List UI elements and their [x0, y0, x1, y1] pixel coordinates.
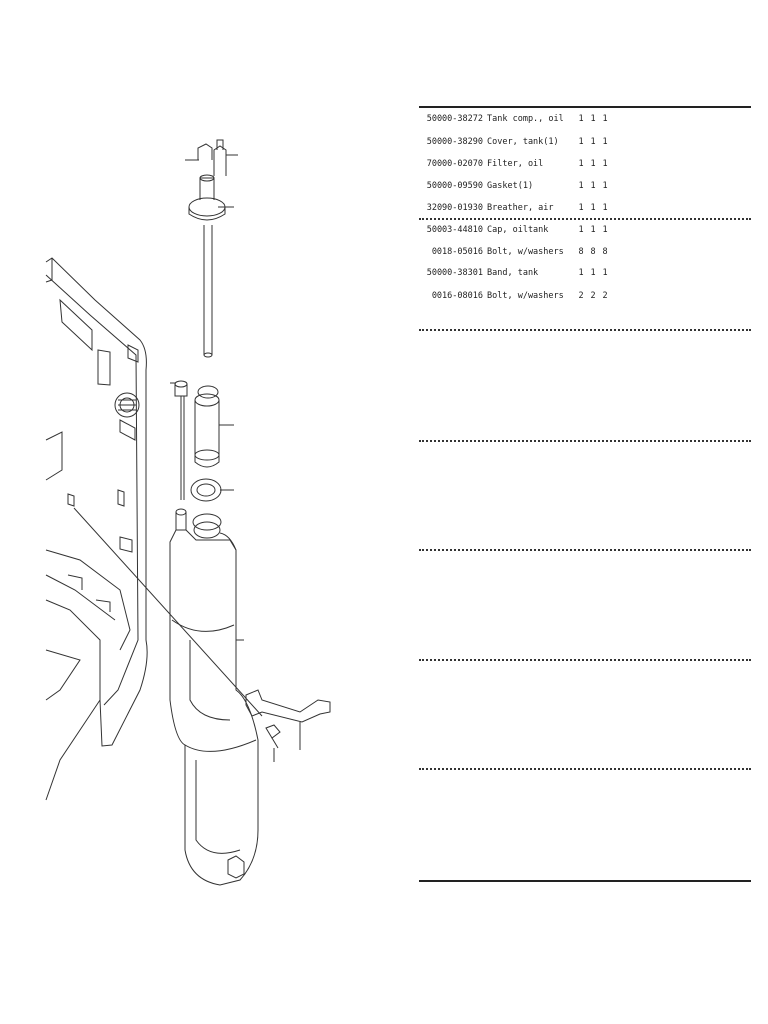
oil-filter: [194, 385, 220, 468]
part-number: 0018-05016: [431, 247, 483, 257]
quantity: 1: [590, 114, 596, 124]
quantity: 1: [578, 114, 584, 124]
part-description: Breather, air: [487, 203, 554, 213]
table-row: 50000-38301 Band, tank 1 1 1: [419, 266, 751, 280]
quantity: 1: [602, 225, 608, 235]
part-description: Tank comp., oil: [487, 114, 564, 124]
band-bolt: [265, 724, 281, 749]
quantity: 1: [602, 159, 608, 169]
quantity: 8: [590, 247, 596, 257]
part-description: Cap, oiltank: [487, 225, 549, 235]
table-row: 0018-05016 Bolt, w/washers 8 8 8: [419, 245, 751, 259]
part-description: Cover, tank(1): [487, 137, 559, 147]
quantity: 1: [590, 159, 596, 169]
table-row: 0016-08016 Bolt, w/washers 2 2 2: [419, 289, 751, 303]
quantity: 1: [590, 225, 596, 235]
table-row: 32090-01930 Breather, air 1 1 1: [419, 201, 751, 215]
oil-tank: [169, 508, 259, 886]
quantity: 1: [590, 203, 596, 213]
tank-band: [245, 689, 331, 723]
part-number: 50000-38272: [426, 114, 483, 124]
table-row: 50000-38272 Tank comp., oil 1 1 1: [419, 112, 751, 126]
part-description: Bolt, w/washers: [487, 247, 564, 257]
section-divider: [419, 659, 751, 661]
table-row: 50000-09590 Gasket(1) 1 1 1: [419, 179, 751, 193]
section-divider: [419, 329, 751, 331]
part-description: Filter, oil: [487, 159, 544, 169]
quantity: 1: [602, 181, 608, 191]
quantity: 2: [578, 291, 584, 301]
part-description: Gasket(1): [487, 181, 534, 191]
part-number: 0016-08016: [431, 291, 483, 301]
quantity: 1: [590, 268, 596, 278]
gasket: [190, 478, 222, 502]
quantity: 1: [578, 268, 584, 278]
leader-line: [73, 507, 263, 717]
quantity: 1: [590, 137, 596, 147]
part-number: 50003-44810: [426, 225, 483, 235]
callout-leaders: [170, 154, 301, 762]
section-divider: [419, 549, 751, 551]
quantity: 1: [578, 225, 584, 235]
table-row: 50003-44810 Cap, oiltank 1 1 1: [419, 223, 751, 237]
part-description: Bolt, w/washers: [487, 291, 564, 301]
part-number: 50000-09590: [426, 181, 483, 191]
quantity: 1: [578, 203, 584, 213]
quantity: 1: [602, 137, 608, 147]
machine-frame: [45, 257, 148, 801]
parts-list: 50000-38272 Tank comp., oil 1 1 1 50000-…: [419, 106, 751, 884]
part-number: 70000-02070: [426, 159, 483, 169]
bottom-rule: [419, 880, 751, 882]
quantity: 8: [602, 247, 608, 257]
quantity: 1: [578, 159, 584, 169]
quantity: 1: [602, 203, 608, 213]
quantity: 1: [602, 268, 608, 278]
quantity: 2: [590, 291, 596, 301]
part-number: 50000-38301: [426, 268, 483, 278]
part-number: 50000-38290: [426, 137, 483, 147]
table-row: 50000-38290 Cover, tank(1) 1 1 1: [419, 135, 751, 149]
part-description: Band, tank: [487, 268, 539, 278]
section-divider: [419, 218, 751, 220]
table-row: 70000-02070 Filter, oil 1 1 1: [419, 157, 751, 171]
quantity: 1: [578, 181, 584, 191]
quantity: 1: [590, 181, 596, 191]
dipstick: [174, 380, 188, 500]
section-divider: [419, 768, 751, 770]
section-divider: [419, 440, 751, 442]
quantity: 8: [578, 247, 584, 257]
breather-assembly: [188, 139, 227, 358]
quantity: 1: [602, 114, 608, 124]
exploded-view-diagram: [45, 139, 331, 886]
top-rule: [419, 106, 751, 108]
part-number: 32090-01930: [426, 203, 483, 213]
quantity: 1: [578, 137, 584, 147]
quantity: 2: [602, 291, 608, 301]
